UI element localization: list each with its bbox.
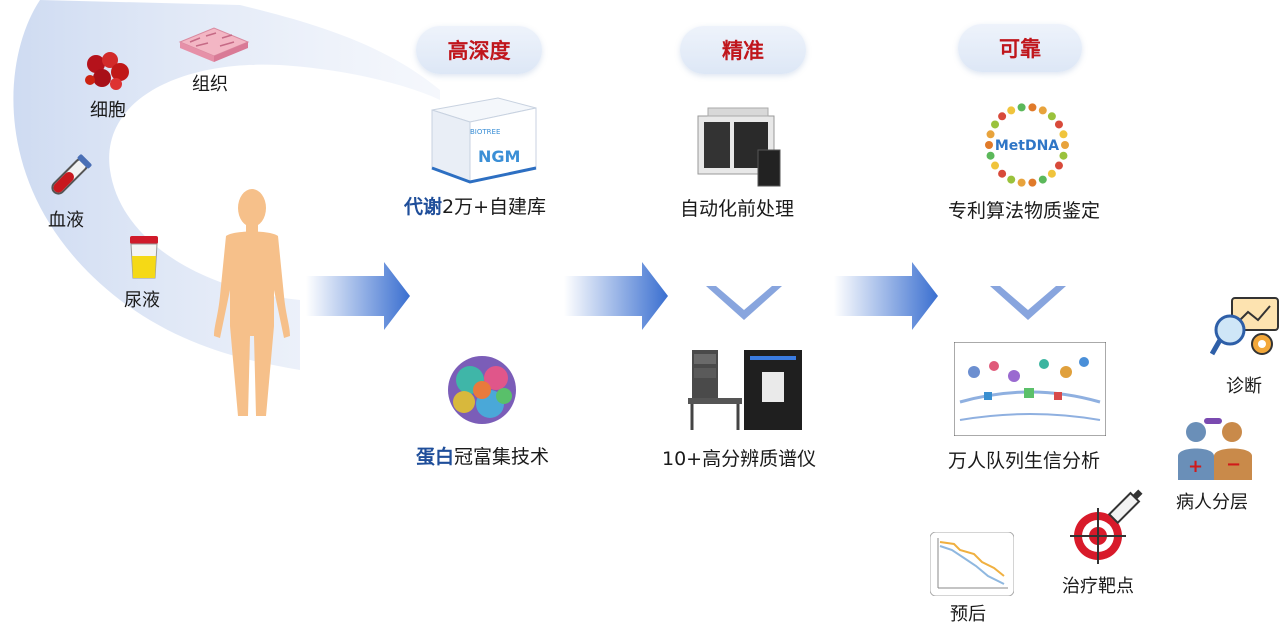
metdna-ring-dot [1047,169,1056,178]
flow-arrow-1 [306,262,410,330]
metdna-ring-dot [986,151,995,160]
metdna-ring-dot [1038,106,1047,115]
metdna-ring-dot [986,130,995,139]
ngm-brand-text: BIOTREE [470,128,500,136]
metdna-ring-dot [1038,175,1047,184]
metdna-ring-dot [991,161,1000,170]
blood-cells-icon [85,52,129,90]
metdna-ring-dot [1059,151,1068,160]
prognosis-label: 预后 [950,604,986,625]
prognosis-chart-icon [930,532,1014,596]
pill-depth: 高深度 [416,26,542,74]
metdna-ring-dot [1028,178,1037,187]
metdna-text: MetDNA [995,138,1059,154]
diagnosis-label: 诊断 [1226,376,1262,397]
metdna-ring-dot [1017,178,1026,187]
protein-label-highlight: 蛋白 [416,446,455,468]
protein-label-rest: 冠富集技术 [454,446,550,468]
metdna-ring-dot [1007,106,1016,115]
diagnosis-icon [1210,297,1279,356]
pill-reliable: 可靠 [958,24,1082,72]
metdna-label: 专利算法物质鉴定 [948,200,1101,222]
sample-blood-label: 血液 [48,210,84,231]
metdna-ring-dot [1054,120,1063,129]
metdna-ring-dot [1028,103,1037,112]
sample-tissue-label: 组织 [192,74,228,95]
stratification-label: 病人分层 [1176,492,1248,513]
metdna-ring-dot [991,120,1000,129]
ngm-box-text: NGM [478,147,520,166]
sample-cell-label: 细胞 [90,100,126,121]
svg-text:−: − [1226,454,1241,475]
metdna-ring-dot [1059,130,1068,139]
flow-arrow-3 [834,262,938,330]
metdna-ring-dot [1054,161,1063,170]
mass-spectrometer-icon [688,350,802,430]
metdna-ring-dot [985,141,993,149]
therapy-target-icon [1070,489,1143,564]
metdna-ring-dot [998,112,1007,121]
human-body-icon [214,189,290,416]
protein-label: 蛋白冠富集技术 [416,442,549,469]
protein-structure-icon [448,356,516,424]
ngm-kit-box-icon: BIOTREE NGM [431,97,537,184]
automation-label: 自动化前处理 [680,198,795,220]
urine-cup-icon [130,236,158,279]
ms-label: 10+高分辨质谱仪 [662,448,817,470]
metdna-ring-dot [1017,103,1026,112]
ngm-label: 代谢2万+自建库 [404,192,546,219]
ngm-label-rest: 2万+自建库 [442,196,547,218]
pill-precise: 精准 [680,26,806,74]
sample-urine-label: 尿液 [124,290,160,311]
therapy-label: 治疗靶点 [1062,576,1134,597]
metdna-ring-dot [1061,141,1069,149]
pathway-diagram-icon [954,342,1106,436]
tissue-icon [178,27,250,62]
patient-stratification-icon: + − [1178,418,1252,480]
metdna-ring-dot [998,169,1007,178]
sample-swoosh [13,0,441,370]
svg-text:+: + [1188,456,1203,477]
flow-arrow-2 [564,262,668,330]
automation-instrument-icon [697,107,781,187]
down-chevron-icon [706,286,782,320]
blood-tube-icon [51,154,92,195]
down-chevron-icon-2 [990,286,1066,320]
metdna-logo-icon: MetDNA [985,103,1069,187]
bioinformatics-label: 万人队列生信分析 [948,450,1101,472]
ngm-label-highlight: 代谢 [404,196,443,218]
metdna-ring-dot [1047,112,1056,121]
metdna-ring-dot [1007,175,1016,184]
